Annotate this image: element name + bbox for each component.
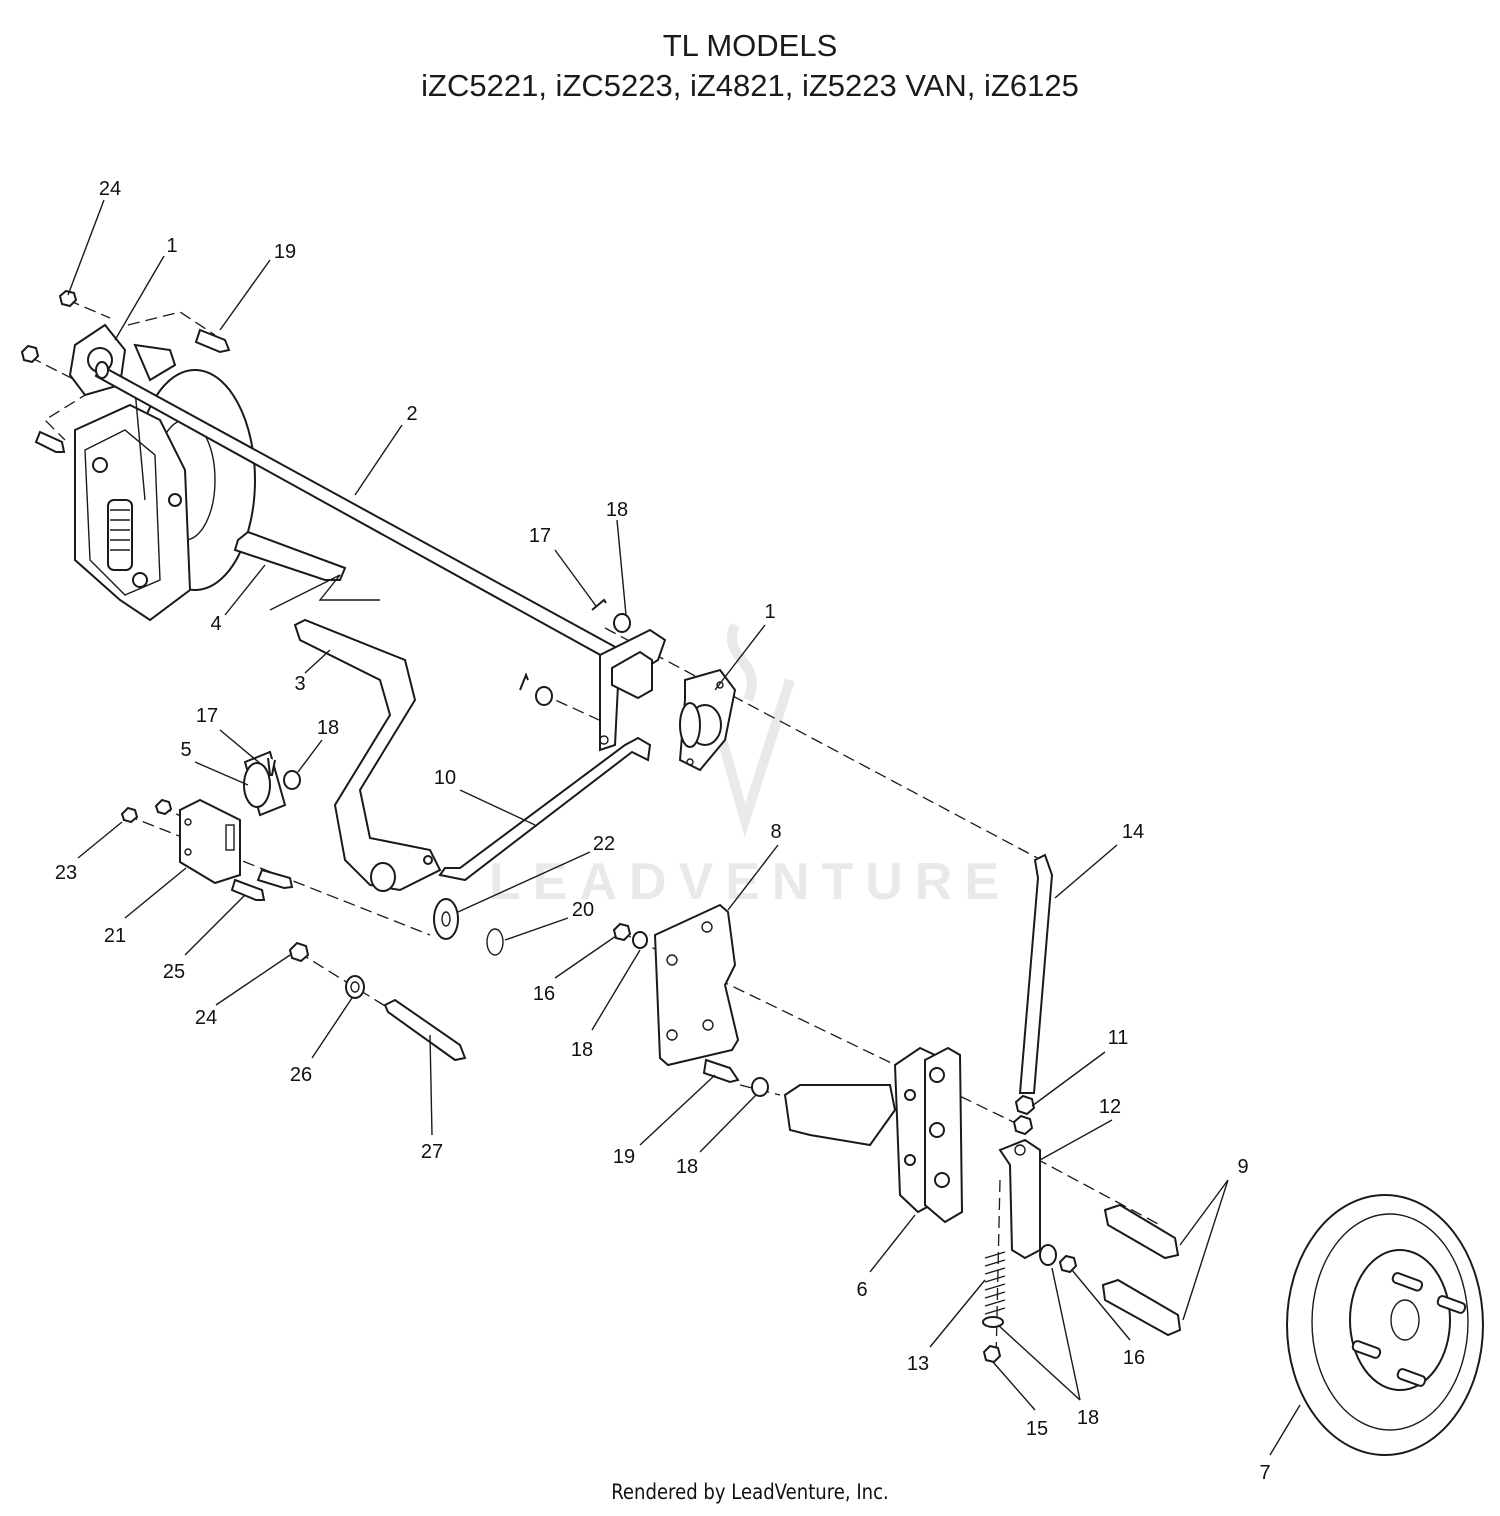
callout-18-bottom-right: 18 <box>1077 1407 1099 1429</box>
callout-1-top: 1 <box>166 235 177 257</box>
rotor-part-7 <box>1286 1194 1484 1456</box>
callout-6: 6 <box>856 1279 867 1301</box>
callout-2: 2 <box>406 403 417 425</box>
callout-labels: 24 1 19 2 18 17 1 4 3 17 18 5 10 22 23 2… <box>55 178 1271 1484</box>
callout-23: 23 <box>55 862 77 884</box>
pedal-arm-part-3 <box>293 618 442 892</box>
title-line-2: iZC5221, iZC5223, iZ4821, iZ5223 VAN, iZ… <box>421 68 1079 103</box>
leader-lines <box>67 199 1301 1456</box>
rod-part-14 <box>1018 853 1054 1094</box>
callout-22: 22 <box>593 833 615 855</box>
callout-25: 25 <box>163 961 185 983</box>
lever-arm-upper <box>519 598 667 752</box>
callout-18-upper: 18 <box>606 499 628 521</box>
flange-bearing-part-1 <box>678 668 737 772</box>
callout-4: 4 <box>210 613 221 635</box>
brake-assembly-left <box>68 323 256 622</box>
callout-17-lower: 17 <box>196 705 218 727</box>
callout-21: 21 <box>104 925 126 947</box>
callout-18-lower: 18 <box>317 717 339 739</box>
hardware-bottom-left <box>288 941 467 1062</box>
callout-26: 26 <box>290 1064 312 1086</box>
callout-18-mid: 18 <box>571 1039 593 1061</box>
footer-credit: Rendered by LeadVenture, Inc. <box>611 1480 889 1504</box>
callout-17-upper: 17 <box>529 525 551 547</box>
callout-12: 12 <box>1099 1096 1121 1118</box>
callout-16-bottom: 16 <box>1123 1347 1145 1369</box>
bushing-part-5 <box>243 750 301 817</box>
lever-part-12 <box>998 1094 1041 1260</box>
callout-1-right: 1 <box>764 601 775 623</box>
callout-24-bottom: 24 <box>195 1007 217 1029</box>
watermark-text: LEADVENTURE <box>488 853 1012 911</box>
callout-19-bottom: 19 <box>613 1146 635 1168</box>
callout-19-top: 19 <box>274 241 296 263</box>
spring-part-13 <box>982 1244 1078 1364</box>
callout-3: 3 <box>294 673 305 695</box>
hardware-top <box>20 289 231 453</box>
callout-20: 20 <box>572 899 594 921</box>
callout-11: 11 <box>1108 1027 1129 1049</box>
callout-7: 7 <box>1259 1462 1270 1484</box>
callout-27: 27 <box>421 1141 443 1163</box>
bracket-part-21 <box>120 798 294 901</box>
pins-part-9 <box>1101 1203 1182 1337</box>
callout-8: 8 <box>770 821 781 843</box>
callout-15: 15 <box>1026 1418 1048 1440</box>
plate-part-8 <box>612 903 740 1067</box>
callout-13: 13 <box>907 1353 929 1375</box>
callout-18-bottom-left: 18 <box>676 1156 698 1178</box>
callout-16-mid: 16 <box>533 983 555 1005</box>
snap-ring-part-20 <box>486 928 504 956</box>
diagram-title: TL MODELS iZC5221, iZC5223, iZ4821, iZ52… <box>0 26 1500 106</box>
link-rod-part-10 <box>438 736 652 882</box>
caliper-part-6 <box>702 1046 964 1224</box>
washer-part-22 <box>433 898 459 940</box>
callout-24-top: 24 <box>99 178 121 200</box>
pedal-pad-part-4 <box>233 530 380 611</box>
callout-5: 5 <box>180 739 191 761</box>
callout-10: 10 <box>434 767 456 789</box>
title-line-1: TL MODELS <box>662 28 838 63</box>
callout-14: 14 <box>1122 821 1144 843</box>
callout-9: 9 <box>1237 1156 1248 1178</box>
